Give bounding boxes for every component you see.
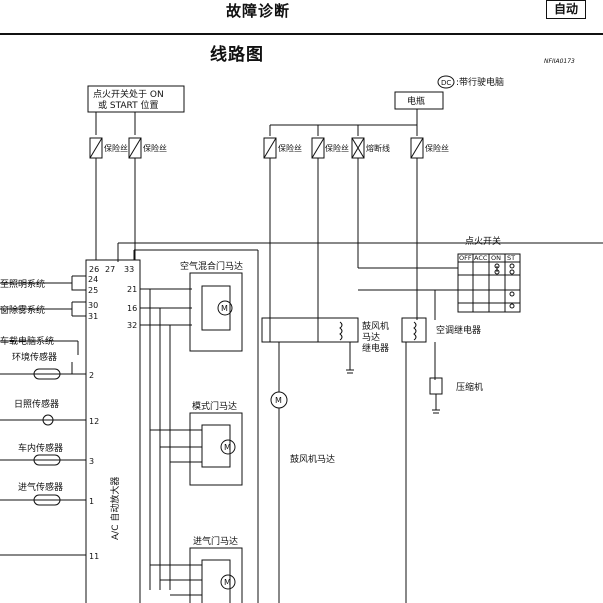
figure-id: NFIIA0173 [544,58,575,65]
compressor-icon [429,377,443,395]
air-mix-motor-m: M [221,304,228,313]
terminal-2: 2 [89,371,94,380]
blower-relay-label-3: 继电器 [362,342,389,354]
in-vehicle-sensor-label: 车内传感器 [18,442,63,454]
blower-motor-label: 鼓风机马达 [290,453,335,465]
intake-motor-label: 进气门马达 [193,535,238,547]
terminal-30: 30 [88,301,98,310]
mode-motor-m: M [224,443,231,452]
fuse-1-label: 保险丝 [104,143,128,153]
fuse-1-icon [89,137,103,159]
ignition-switch-title: 点火开关 [465,235,501,247]
fuse-5-icon [410,137,424,159]
fuse-2-label: 保险丝 [143,143,167,153]
terminal-25: 25 [88,286,98,295]
fuse-3-label: 保险丝 [278,143,302,153]
air-mix-motor-label: 空气混合门马达 [180,260,243,272]
terminal-31: 31 [88,312,98,321]
intake-sensor-icon [33,494,61,506]
terminal-16: 16 [127,304,137,313]
intake-motor-m: M [224,578,231,587]
ambient-sensor-icon [33,368,61,380]
sunload-sensor-label: 日照传感器 [14,398,59,410]
switch-pos-off: OFF [459,254,472,262]
ignition-label-2: 或 START 位置 [98,99,159,111]
terminal-26: 26 [89,265,99,274]
amplifier-label: A/C 自动放大器 [109,477,121,540]
lighting-system-label: 至照明系统 [0,278,45,290]
page-title: 故障诊断 [226,2,291,20]
terminal-33: 33 [124,265,134,274]
section-badge: 自动 [546,0,586,19]
terminal-1: 1 [89,497,94,506]
battery-label: 电瓶 [407,95,425,107]
fuse-5-label: 保险丝 [425,143,449,153]
blower-relay-box [261,317,359,343]
air-mix-motor-icon [217,300,233,316]
blower-motor-m: M [275,396,282,405]
fuse-4-label: 保险丝 [325,143,349,153]
compressor-label: 压缩机 [456,381,483,393]
battery-box [394,91,444,110]
page-header: 故障诊断 自动 [0,0,603,36]
fuse-4-icon [311,137,325,159]
sunload-sensor-icon [42,414,54,426]
header-divider [0,33,603,35]
mode-motor-icon [220,439,236,455]
terminal-24: 24 [88,275,98,284]
switch-pos-st: ST [507,254,515,262]
blower-relay-label-2: 马达 [362,331,380,343]
ambient-sensor-label: 环境传感器 [12,351,57,363]
ignition-label-1: 点火开关处于 ON [93,88,164,100]
dc-symbol-icon [437,75,455,89]
mode-motor-label: 模式门马达 [192,400,237,412]
section-title: 线路图 [210,45,264,65]
defogger-system-label: 窗除雾系统 [0,304,45,316]
intake-motor-box [189,547,243,603]
vehicle-computer-label: 车载电脑系统 [0,335,54,347]
mode-motor-box [189,412,243,486]
switch-pos-acc: ACC [474,254,488,262]
fuse-2-icon [128,137,142,159]
ignition-switch-table [457,253,521,313]
terminal-32: 32 [127,321,137,330]
switch-pos-on: ON [491,254,501,262]
terminal-3: 3 [89,457,94,466]
fusible-link-label: 熔断线 [366,143,390,153]
blower-relay-label-1: 鼓风机 [362,320,389,332]
fuse-3-icon [263,137,277,159]
air-mix-motor-box [189,272,243,352]
fusible-link-icon [351,137,365,159]
ac-auto-amplifier-box [85,259,141,603]
terminal-21: 21 [127,285,137,294]
dc-symbol-label: DC [441,79,451,87]
intake-motor-icon [220,574,236,590]
terminal-12: 12 [89,417,99,426]
ac-relay-box [401,317,427,343]
intake-sensor-label: 进气传感器 [18,481,63,493]
in-vehicle-sensor-icon [33,454,61,466]
legend-note: :带行驶电脑 [456,76,504,88]
terminal-11: 11 [89,552,99,561]
ac-relay-label: 空调继电器 [436,324,481,336]
terminal-27: 27 [105,265,115,274]
ignition-power-box [87,85,185,113]
